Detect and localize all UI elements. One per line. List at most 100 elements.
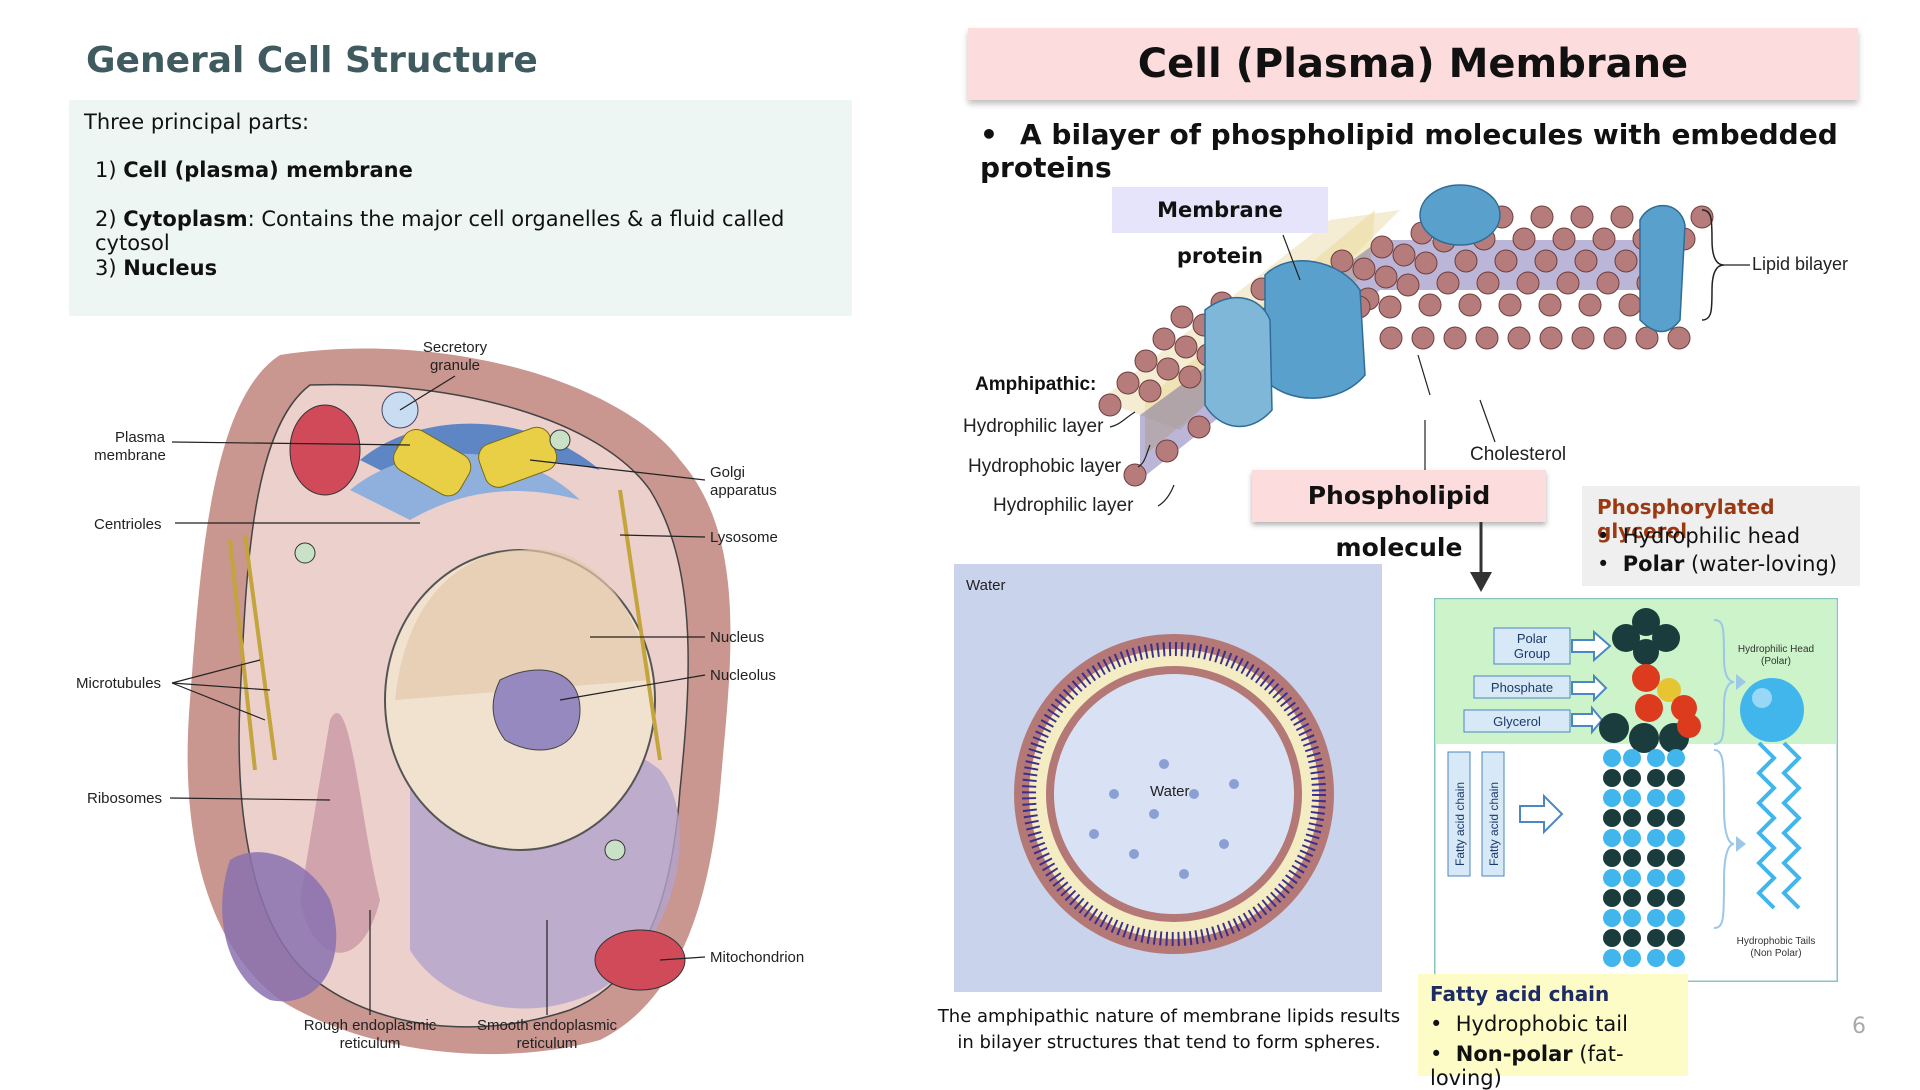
label-water-outer: Water bbox=[966, 577, 1005, 594]
svg-text:Hydrophobic Tails: Hydrophobic Tails bbox=[1737, 936, 1816, 947]
small-arrow-icon bbox=[1736, 674, 1746, 690]
label-plasma-membrane-2: membrane bbox=[94, 447, 166, 464]
atom bbox=[1623, 789, 1641, 807]
svg-text:Mitochondrion: Mitochondrion bbox=[710, 949, 804, 966]
cell-structure-diagram: Secretory granule Plasma membrane Centri… bbox=[76, 340, 804, 1055]
label-plasma-membrane-1: Plasma bbox=[115, 429, 166, 446]
liposome-diagram: Water Water bbox=[954, 564, 1382, 992]
slide-number: 6 bbox=[1852, 1014, 1866, 1039]
fatty-acid-heading: Fatty acid chain bbox=[1430, 982, 1610, 1006]
label-secretory-granule-1: Secretory bbox=[423, 340, 488, 356]
lipid-head bbox=[1123, 463, 1147, 487]
leader-line bbox=[619, 534, 706, 538]
membrane-protein bbox=[1264, 260, 1366, 399]
hydrophilic-brace bbox=[1713, 619, 1735, 745]
mitochondrion bbox=[594, 929, 686, 991]
lipid-head bbox=[1476, 271, 1500, 295]
svg-text:Rough endoplasmic: Rough endoplasmic bbox=[304, 1017, 437, 1034]
svg-text:Hydrophilic layer: Hydrophilic layer bbox=[993, 495, 1134, 516]
part-num: 3) bbox=[95, 256, 117, 280]
atom bbox=[1647, 789, 1665, 807]
svg-text:Nucleolus: Nucleolus bbox=[710, 667, 776, 684]
atom bbox=[1623, 769, 1641, 787]
phosphorylated-glycerol-heading: Phosphorylated glycerol bbox=[1597, 495, 1775, 543]
svg-text:Cholesterol: Cholesterol bbox=[1470, 444, 1566, 465]
lipid-head bbox=[1418, 293, 1442, 317]
label-polar-group-2: Group bbox=[1514, 646, 1550, 661]
leader-line bbox=[559, 674, 706, 701]
svg-text:Smooth endoplasmic: Smooth endoplasmic bbox=[477, 1017, 618, 1034]
label-lipid-bilayer: Lipid bilayer bbox=[1752, 254, 1848, 274]
atom bbox=[1603, 809, 1621, 827]
list-item: • Polar (water-loving) bbox=[1597, 552, 1838, 576]
atom bbox=[1647, 869, 1665, 887]
lipid-head bbox=[1556, 271, 1580, 295]
atom bbox=[1667, 889, 1685, 907]
phospholipid-detail-diagram: Polar Group Phosphate Glycerol Fatty aci… bbox=[1434, 598, 1838, 982]
water-molecules bbox=[1089, 759, 1239, 879]
lipid-head bbox=[1614, 249, 1638, 273]
leader-line bbox=[171, 659, 261, 684]
leader-line bbox=[529, 459, 706, 481]
lipid-head bbox=[1443, 326, 1467, 350]
atom bbox=[1623, 849, 1641, 867]
lipid-head bbox=[1571, 326, 1595, 350]
svg-text:reticulum: reticulum bbox=[517, 1035, 578, 1052]
atom bbox=[1667, 849, 1685, 867]
bullet-dot: • bbox=[980, 118, 998, 151]
centriole bbox=[393, 429, 472, 497]
svg-text:Hydrophobic layer: Hydrophobic layer bbox=[968, 456, 1122, 477]
svg-text:Fatty acid chain: Fatty acid chain bbox=[1487, 782, 1501, 866]
microtubule bbox=[243, 534, 277, 761]
lipid-head bbox=[1174, 335, 1198, 359]
membrane-bilayer-diagram: Lipid bilayer Amphipathic: Hydrophilic l… bbox=[963, 184, 1848, 516]
lipid-head bbox=[1618, 293, 1642, 317]
label-ribosomes: Ribosomes bbox=[87, 790, 162, 807]
lipid-head bbox=[1374, 265, 1398, 289]
right-title: Cell (Plasma) Membrane bbox=[968, 28, 1858, 100]
microtubule bbox=[228, 539, 257, 771]
atom bbox=[1623, 929, 1641, 947]
lipid-head bbox=[1507, 326, 1531, 350]
svg-text:Plasma: Plasma bbox=[115, 429, 166, 446]
label-mitochondrion: Mitochondrion bbox=[710, 949, 804, 966]
lipid-head bbox=[1352, 257, 1376, 281]
atom bbox=[1647, 749, 1665, 767]
label-hydrophobic-tails-2: (Non Polar) bbox=[1750, 948, 1801, 959]
leader-line bbox=[1282, 234, 1301, 281]
lipid-head bbox=[1574, 249, 1598, 273]
part-item-3: 3) Nucleus bbox=[95, 256, 217, 280]
leader-line bbox=[1479, 399, 1496, 443]
item-text: Hydrophobic tail bbox=[1455, 1012, 1628, 1036]
part-num: 1) bbox=[95, 158, 117, 182]
label-hydrophobic-tails-1: Hydrophobic Tails bbox=[1737, 936, 1816, 947]
lipid-head bbox=[1379, 326, 1403, 350]
lipid-head bbox=[1116, 371, 1140, 395]
label-fatty-acid-2: Fatty acid chain bbox=[1487, 782, 1501, 866]
lipid-head bbox=[1534, 249, 1558, 273]
svg-text:Group: Group bbox=[1514, 646, 1550, 661]
svg-text:Fatty acid chain: Fatty acid chain bbox=[1453, 782, 1467, 866]
atom bbox=[1603, 789, 1621, 807]
label-smooth-er-2: reticulum bbox=[517, 1035, 578, 1052]
item-bold: Polar bbox=[1622, 552, 1685, 576]
svg-text:Water: Water bbox=[966, 577, 1005, 594]
space-filling-model bbox=[1599, 608, 1701, 753]
lipid-head bbox=[1592, 227, 1616, 251]
lipid-head bbox=[1635, 326, 1659, 350]
label-phosphate: Phosphate bbox=[1491, 680, 1553, 695]
nucleolus bbox=[492, 669, 581, 751]
svg-text:Amphipathic:: Amphipathic: bbox=[975, 374, 1096, 395]
lipid-head bbox=[1187, 415, 1211, 439]
svg-text:Centrioles: Centrioles bbox=[94, 516, 162, 533]
label-cholesterol: Cholesterol bbox=[1470, 444, 1566, 465]
label-nucleus: Nucleus bbox=[710, 629, 764, 646]
lipid-head bbox=[1098, 393, 1122, 417]
label-water-inner: Water bbox=[1150, 783, 1189, 800]
lipid-head bbox=[1596, 271, 1620, 295]
hydrophobic-tail bbox=[1756, 741, 1777, 910]
svg-text:Secretory: Secretory bbox=[423, 340, 488, 356]
label-fatty-acid-1: Fatty acid chain bbox=[1453, 782, 1467, 866]
atom bbox=[1647, 909, 1665, 927]
lipid-head bbox=[1396, 273, 1420, 297]
